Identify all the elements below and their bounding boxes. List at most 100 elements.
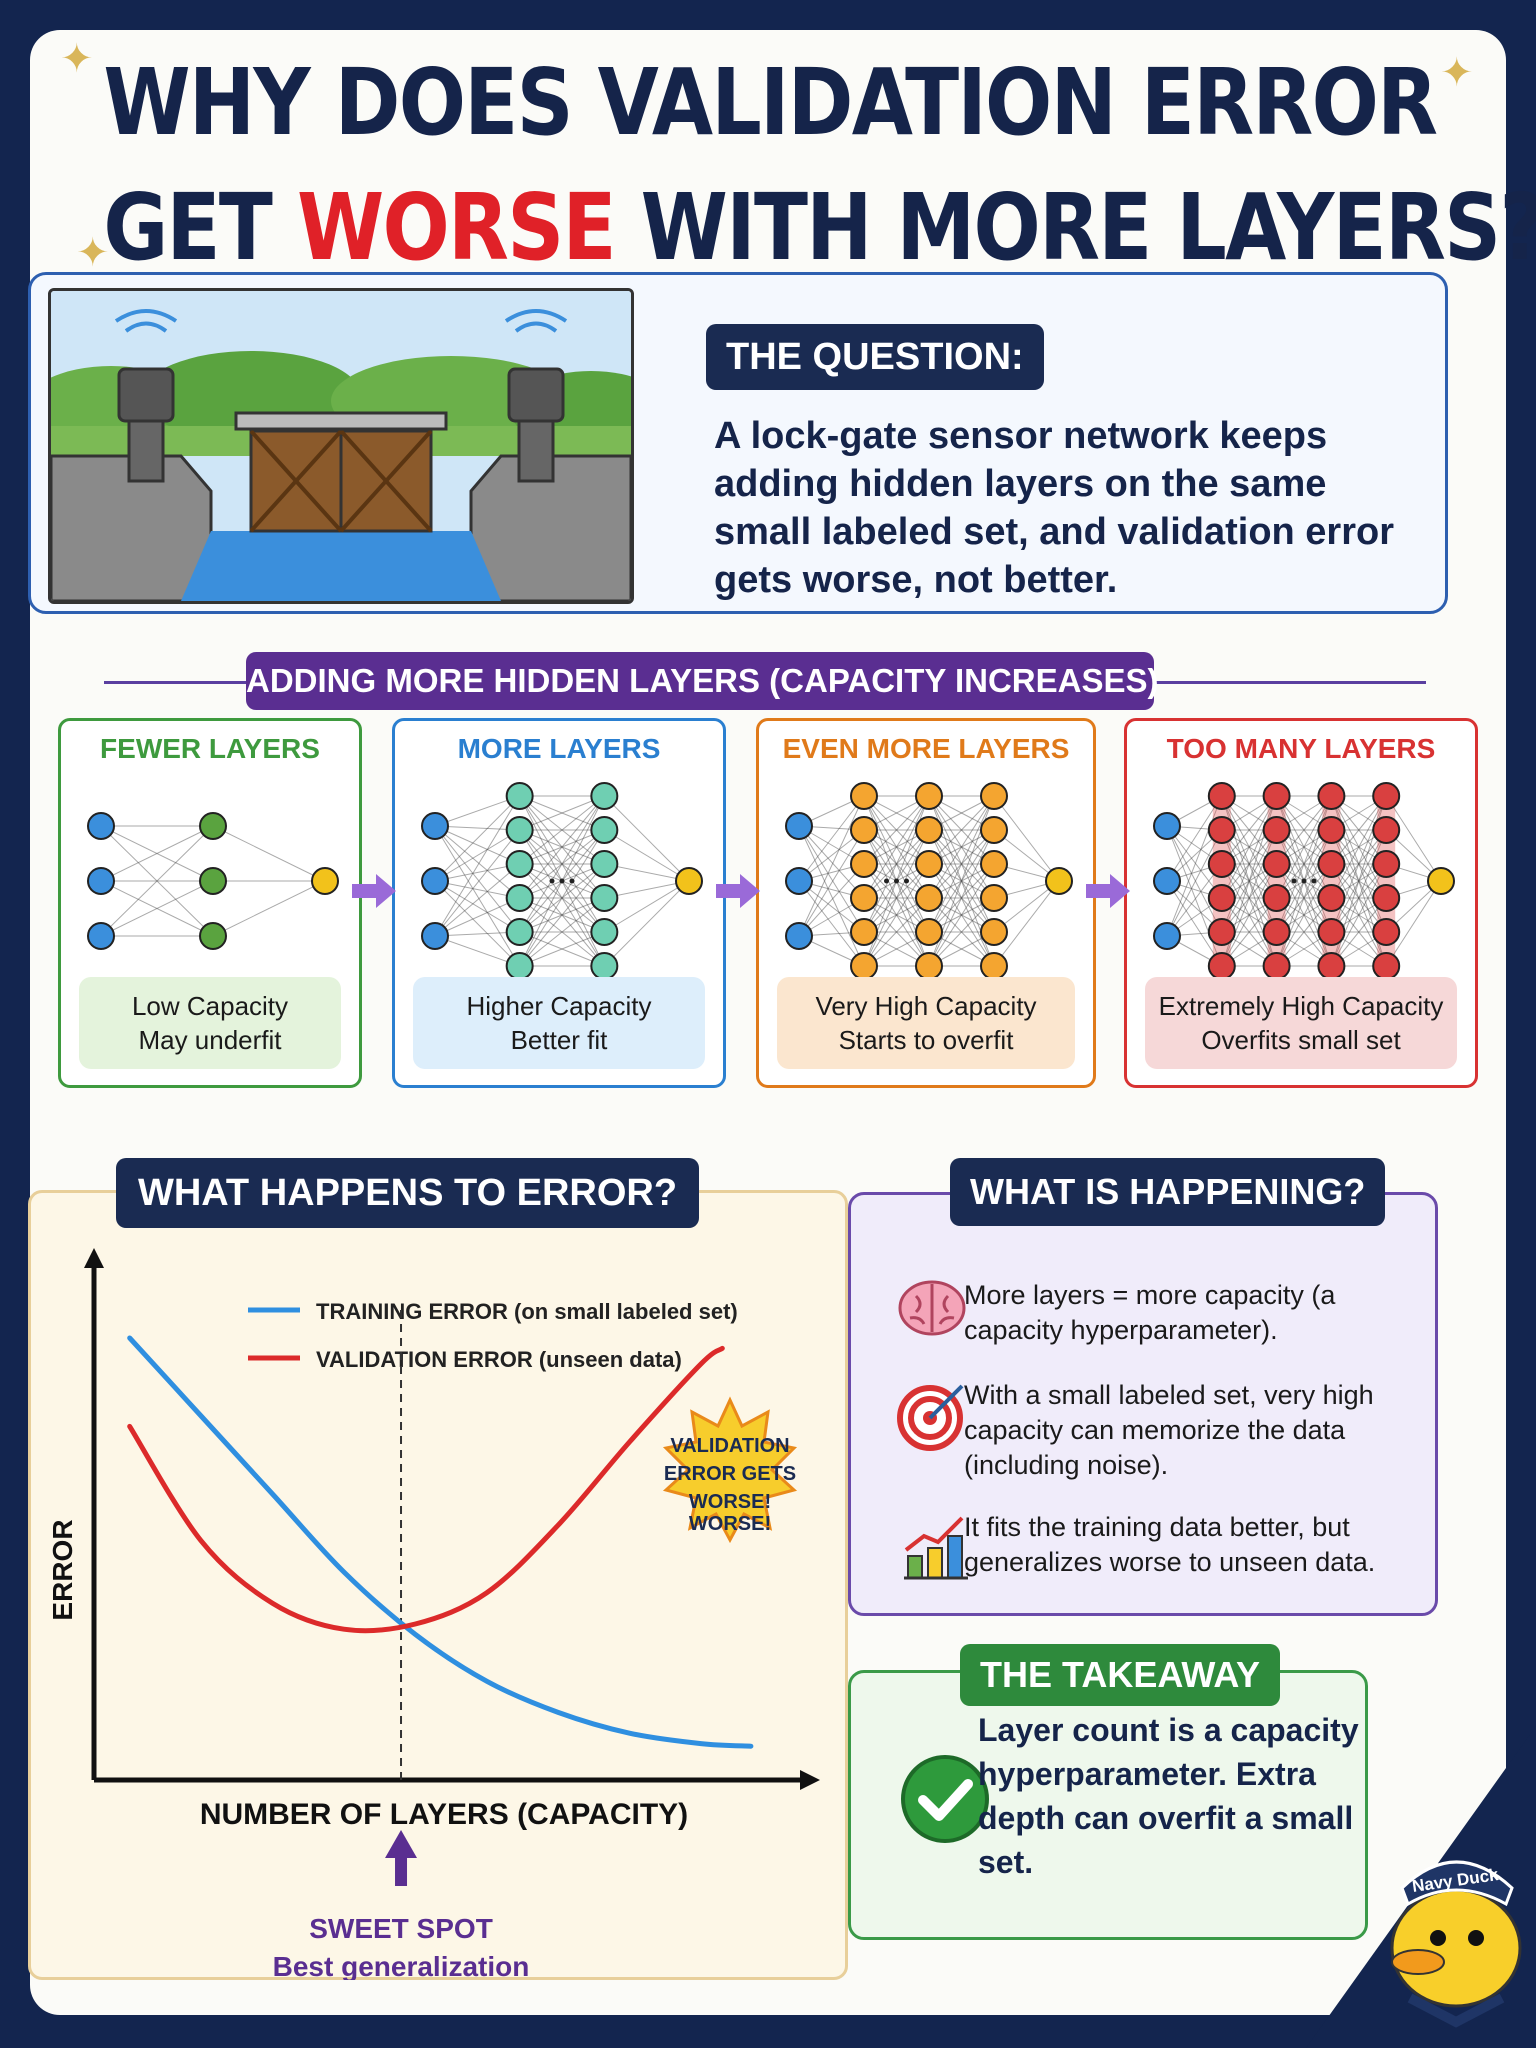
error-chart-heading: WHAT HAPPENS TO ERROR? xyxy=(116,1158,700,1228)
network-edge xyxy=(1221,863,1278,967)
network-edge xyxy=(519,897,605,967)
ellipsis-dot xyxy=(904,878,909,884)
network-edge xyxy=(1166,825,1223,967)
network-edge xyxy=(863,863,930,933)
network-edge xyxy=(603,880,690,967)
error-chart-panel xyxy=(28,1190,848,1980)
network-edge xyxy=(1166,880,1223,967)
network-edge xyxy=(863,863,930,967)
network-node xyxy=(850,850,878,878)
network-edge xyxy=(604,880,690,933)
network-edge xyxy=(928,863,995,967)
network-edge xyxy=(434,795,521,937)
network-edge xyxy=(798,795,865,937)
network-edge xyxy=(1331,863,1387,933)
burst-text: WORSE! xyxy=(689,1491,771,1513)
corner-mascot: Navy Duck xyxy=(1306,1726,1536,2048)
network-edge xyxy=(1276,863,1332,967)
y-axis-label: ERROR xyxy=(47,1519,78,1620)
network-diagram xyxy=(1153,782,1455,980)
network-node xyxy=(87,922,115,950)
divider-line xyxy=(104,681,254,684)
ellipsis-dot xyxy=(1301,878,1307,884)
network-node xyxy=(1262,952,1291,980)
network-edge xyxy=(1330,829,1387,933)
legend-validation: VALIDATION ERROR (unseen data) xyxy=(316,1347,682,1372)
network-edge xyxy=(519,863,605,933)
network-node xyxy=(590,782,619,810)
network-edge xyxy=(434,880,520,933)
network-node xyxy=(505,952,534,980)
network-node xyxy=(1317,816,1346,844)
network-edge xyxy=(863,795,930,865)
network-node xyxy=(505,816,534,844)
network-node xyxy=(980,918,1008,946)
caption-line: Higher Capacity xyxy=(466,991,652,1021)
network-node xyxy=(915,952,943,980)
network-node xyxy=(1317,952,1346,980)
network-edge xyxy=(1166,795,1223,937)
stage-title: TOO MANY LAYERS xyxy=(1166,733,1436,764)
network-node xyxy=(87,812,115,840)
network-edge xyxy=(603,795,690,882)
validation-error-line xyxy=(127,1345,725,1634)
network-node xyxy=(590,918,619,946)
network-node xyxy=(1207,850,1236,878)
takeaway-text: Layer count is a capacity hyperparameter… xyxy=(978,1712,1359,1880)
happening-item-capacity: More layers = more capacity (a capacity … xyxy=(964,1280,1336,1345)
network-edge xyxy=(1331,829,1387,899)
network-node xyxy=(1262,816,1291,844)
network-node xyxy=(1317,918,1346,946)
network-edge xyxy=(519,829,605,899)
title-line-1: WHY DOES VALIDATION ERROR xyxy=(103,49,1438,156)
network-node xyxy=(1207,952,1236,980)
network-edge xyxy=(1331,897,1387,967)
network-node xyxy=(1372,850,1401,878)
page-title: WHY DOES VALIDATION ERROR GET WORSE WITH… xyxy=(0,40,1536,290)
network-edge xyxy=(1221,795,1278,899)
network-node xyxy=(1207,782,1236,810)
training-error-line xyxy=(127,1335,754,1749)
overfit-highlight xyxy=(1322,784,1341,978)
network-edge xyxy=(434,795,521,882)
network-edge xyxy=(1221,795,1278,899)
network-edge xyxy=(928,795,995,899)
network-edge xyxy=(863,829,930,967)
happening-item-memorize: With a small labeled set, very high capa… xyxy=(964,1380,1374,1480)
network-edge xyxy=(928,795,995,865)
network-node xyxy=(915,918,943,946)
network-node xyxy=(850,816,878,844)
burst-text: ERROR GETS xyxy=(664,1463,796,1485)
network-edge xyxy=(1276,795,1332,865)
network-edge xyxy=(1330,863,1387,967)
network-node xyxy=(1262,850,1291,878)
network-node xyxy=(505,918,534,946)
stage-title: EVEN MORE LAYERS xyxy=(782,733,1070,764)
network-node xyxy=(850,918,878,946)
arrow-right-icon xyxy=(352,874,396,908)
brain-icon xyxy=(898,1280,966,1336)
title-emphasis-worse: WORSE xyxy=(296,174,617,281)
ellipsis-dot xyxy=(549,878,555,884)
network-edge xyxy=(434,825,521,967)
network-edge xyxy=(928,795,995,865)
network-diagram xyxy=(87,812,339,950)
sparkle-icon: ✦ xyxy=(76,230,110,276)
network-node xyxy=(1207,884,1236,912)
network-edge xyxy=(1166,795,1223,882)
network-edge xyxy=(928,795,995,899)
caption-line: Extremely High Capacity xyxy=(1158,991,1444,1021)
network-edge xyxy=(863,863,930,933)
network-diagram xyxy=(785,782,1073,980)
network-edge xyxy=(519,795,605,831)
network-edge xyxy=(1331,795,1387,865)
what-is-happening-heading: WHAT IS HAPPENING? xyxy=(950,1158,1386,1226)
network-edge xyxy=(1221,863,1277,933)
network-edge xyxy=(798,795,865,882)
network-edge xyxy=(519,863,605,967)
ellipsis-dot xyxy=(894,878,899,884)
network-edge xyxy=(519,795,605,899)
